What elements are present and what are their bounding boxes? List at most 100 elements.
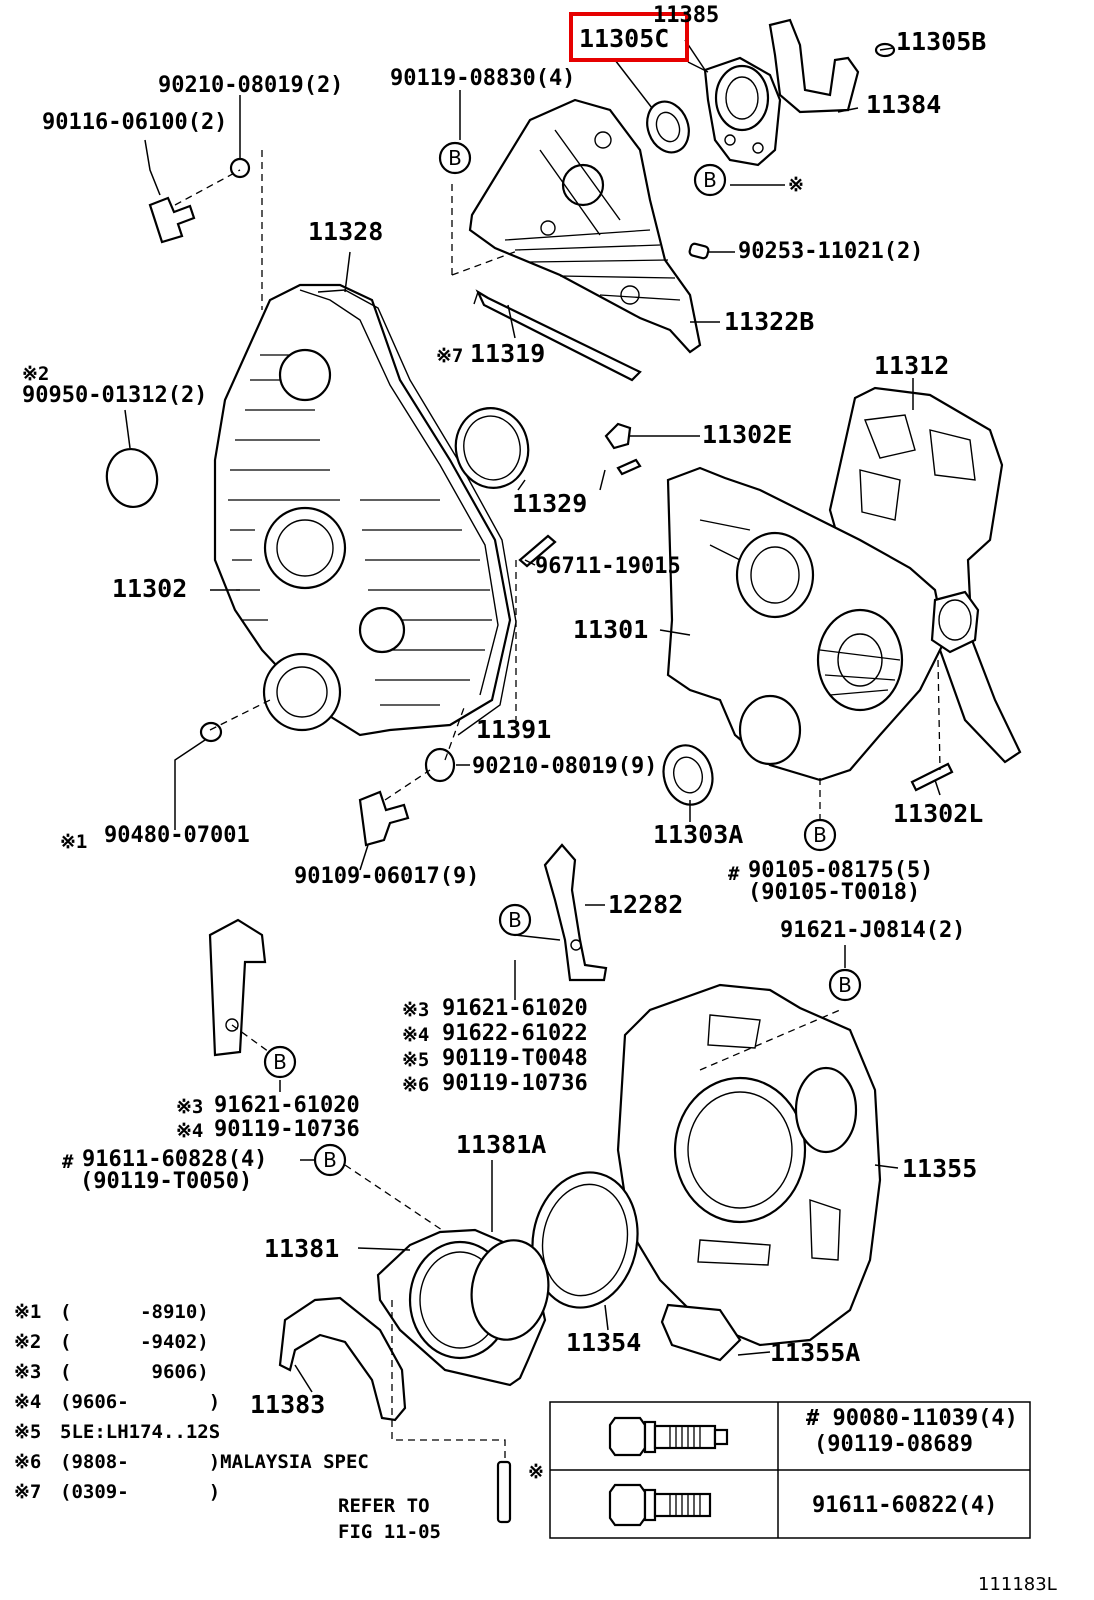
svg-text:B: B [323,1148,337,1172]
label-90253-11021-2: 90253-11021(2) [738,239,923,264]
label-11385: 11385 [653,3,719,28]
label-11391: 11391 [476,715,551,744]
bolt-icon-hex [608,1483,712,1527]
label-91621-61020-b: 91621-61020 [214,1093,360,1118]
label-note-2: ※2 [22,363,49,385]
bolt-table-row1-alt: (90119-08689 [814,1432,973,1457]
ref-circle-b-6: B [263,1045,297,1079]
label-11328: 11328 [308,217,383,246]
label-11354: 11354 [566,1328,641,1357]
figure-id: 111183L [978,1574,1057,1595]
label-11303A: 11303A [653,820,743,849]
footnote-1-mark: ※1 [14,1301,41,1323]
footnote-4-mark: ※4 [14,1391,41,1413]
footnote-7-text: (0309- ) [60,1481,220,1503]
ref-circle-b-4: B [498,903,532,937]
gasket-11384 [768,18,860,114]
footnote-5-mark: ※5 [14,1421,41,1443]
label-11384: 11384 [866,90,941,119]
label-11381: 11381 [264,1234,339,1263]
label-11319: 11319 [470,339,545,368]
label-96711-19015: 96711-19015 [535,554,681,579]
label-11302E: 11302E [702,420,792,449]
bracket-left [208,918,267,1057]
label-90950-01312-2: 90950-01312(2) [22,383,207,408]
svg-text:B: B [273,1050,287,1074]
bolt-90116-06100 [148,196,196,244]
pin-11391 [518,534,557,568]
label-hash-1: # [728,863,740,885]
footnote-7-mark: ※7 [14,1481,41,1503]
label-90210-08019-9: 90210-08019(9) [472,754,657,779]
label-90119-10736-b: 90119-10736 [214,1117,360,1142]
label-90119-08830-4: 90119-08830(4) [390,66,575,91]
label-91611-60828-4: 91611-60828(4) [82,1147,267,1172]
stud-11302L [910,762,954,792]
label-11305C: 11305C [579,24,669,53]
bearing-housing-11385 [687,56,782,167]
label-11301: 11301 [573,615,648,644]
refer-line-1: REFER TO [338,1495,430,1517]
label-90105-T0018: (90105-T0018) [748,880,920,905]
seal-11381A [470,1239,550,1341]
label-note-3a: ※3 [402,999,429,1021]
label-note-4a: ※4 [402,1024,429,1046]
bolt-table-row2-part: 91611-60822(4) [812,1493,997,1518]
label-11322B: 11322B [724,307,814,336]
label-90119-10736-a: 90119-10736 [442,1071,588,1096]
part-labels: 11385 11305C 11305B 11384 90210-08019(2)… [22,3,986,1419]
label-11312: 11312 [874,351,949,380]
highlight-box-11305C [569,12,689,62]
refer-line-2: FIG 11-05 [338,1521,441,1543]
timing-belt-plate-11322B [468,98,702,354]
label-11329: 11329 [512,489,587,518]
o-ring-11329 [454,407,530,489]
ref-circle-b-7: B [313,1143,347,1177]
label-note-4b: ※4 [176,1120,203,1142]
label-hash-2: # [62,1151,74,1173]
label-90105-08175-5: 90105-08175(5) [748,858,933,883]
label-90210-08019-2: 90210-08019(2) [158,73,343,98]
label-90109-06017-9: 90109-06017(9) [294,864,479,889]
oil-seal-11305C [646,100,690,154]
label-note-3b: ※3 [176,1096,203,1118]
bolt-table: ※ # 90080-11039(4) (90119-08689 91611-60… [528,1401,1031,1539]
label-91621-61020-a: 91621-61020 [442,996,588,1021]
label-90116-06100-2: 90116-06100(2) [42,110,227,135]
pad-11355A [660,1303,742,1362]
pin-96711-19015 [616,458,642,476]
oil-seal-11354 [531,1171,639,1309]
svg-text:B: B [703,168,717,192]
svg-text:B: B [838,973,852,997]
label-note-7: ※7 [436,345,463,367]
footnote-2-mark: ※2 [14,1331,41,1353]
bolt-table-asterisk: ※ [528,1461,544,1483]
bolt-icon-flange [608,1416,729,1457]
asterisk-top-right: ※ [788,174,804,196]
timing-cover-11302 [213,283,512,737]
svg-text:B: B [448,146,462,170]
stud-refer [496,1460,512,1524]
rear-plate-11355 [616,983,882,1347]
footnote-2-text: ( -9402) [60,1331,209,1353]
footnotes: ※1 ( -8910) ※2 ( -9402) ※3 ( 9606) ※4 (9… [14,1301,369,1503]
rod-11319 [473,289,642,382]
label-90480-07001: 90480-07001 [104,823,250,848]
plug-11302E [604,422,632,450]
label-11302L: 11302L [893,799,983,828]
label-note-6a: ※6 [402,1074,429,1096]
footnote-3-mark: ※3 [14,1361,41,1383]
footnote-3-text: ( 9606) [60,1361,209,1383]
label-11355: 11355 [902,1154,977,1183]
plug-11305B [874,42,896,58]
washer-90210-08019-9 [424,747,456,783]
label-11355A: 11355A [770,1338,860,1367]
label-11383: 11383 [250,1390,325,1419]
footnote-4-text: (9606- ) [60,1391,220,1413]
leader-lines [124,39,941,1462]
grommet-90480-07001 [199,721,223,743]
timing-case-11301 [666,466,980,782]
label-90119-T0048: 90119-T0048 [442,1046,588,1071]
label-91621-J0814-2: 91621-J0814(2) [780,918,965,943]
